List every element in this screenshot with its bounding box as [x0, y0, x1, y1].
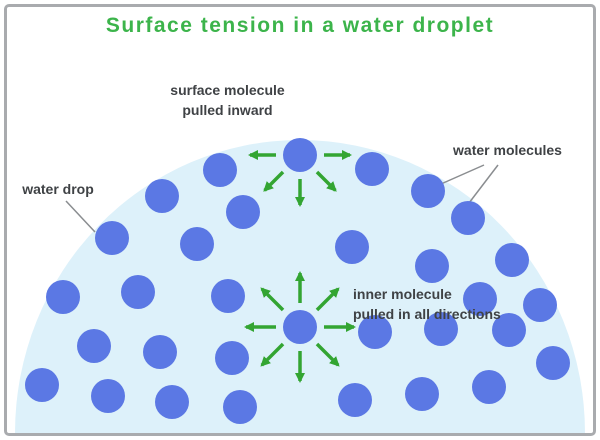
water-molecule	[121, 275, 155, 309]
inner-pull-arrow	[260, 342, 285, 367]
water-molecule	[77, 329, 111, 363]
water-molecule	[492, 313, 526, 347]
molecules-layer	[25, 138, 570, 424]
surface-pull-arrow	[263, 170, 285, 192]
surface-molecule-label: surface molecule pulled inward	[120, 80, 335, 120]
water-molecule	[424, 312, 458, 346]
water-molecule	[223, 390, 257, 424]
inner-pull-arrow	[315, 342, 340, 367]
water-drop-label: water drop	[22, 181, 94, 197]
inner-pull-arrow	[260, 287, 285, 312]
water-molecule	[335, 230, 369, 264]
inner-pull-arrow	[315, 287, 340, 312]
water-molecule	[203, 153, 237, 187]
water-molecule	[405, 377, 439, 411]
surface-molecule	[283, 138, 317, 172]
force-arrows-layer	[244, 150, 356, 383]
water-molecule	[155, 385, 189, 419]
water-molecule	[25, 368, 59, 402]
water-molecule	[95, 221, 129, 255]
water-molecule	[411, 174, 445, 208]
water-molecule	[338, 383, 372, 417]
leader-lines	[65, 164, 499, 233]
inner-molecule-label-line1: inner molecule	[353, 286, 452, 302]
water-molecule	[211, 279, 245, 313]
water-molecule	[472, 370, 506, 404]
surface-pull-arrow	[315, 170, 337, 192]
surface-molecule-label-line1: surface molecule	[170, 82, 285, 98]
water-molecule	[46, 280, 80, 314]
surface-molecule-label-line2: pulled inward	[182, 102, 273, 118]
water-molecules-leader-line-1	[440, 164, 485, 185]
water-molecule	[91, 379, 125, 413]
water-molecule	[355, 152, 389, 186]
water-drop-leader-line	[65, 200, 96, 233]
water-molecule	[536, 346, 570, 380]
inner-molecule	[283, 310, 317, 344]
inner-molecule-label-line2: pulled in all directions	[353, 306, 501, 322]
inner-molecule-label: inner molecule pulled in all directions	[353, 284, 588, 324]
water-molecules-leader-line-2	[468, 164, 499, 204]
water-molecule	[358, 315, 392, 349]
water-molecule	[451, 201, 485, 235]
water-molecule	[415, 249, 449, 283]
water-molecule	[463, 282, 497, 316]
diagram-title: Surface tension in a water droplet	[105, 14, 495, 37]
water-molecule	[523, 288, 557, 322]
water-molecule	[143, 335, 177, 369]
water-molecule	[180, 227, 214, 261]
water-molecule	[495, 243, 529, 277]
water-molecule	[215, 341, 249, 375]
water-molecule	[145, 179, 179, 213]
water-molecule	[226, 195, 260, 229]
water-molecules-label: water molecules	[453, 142, 562, 158]
